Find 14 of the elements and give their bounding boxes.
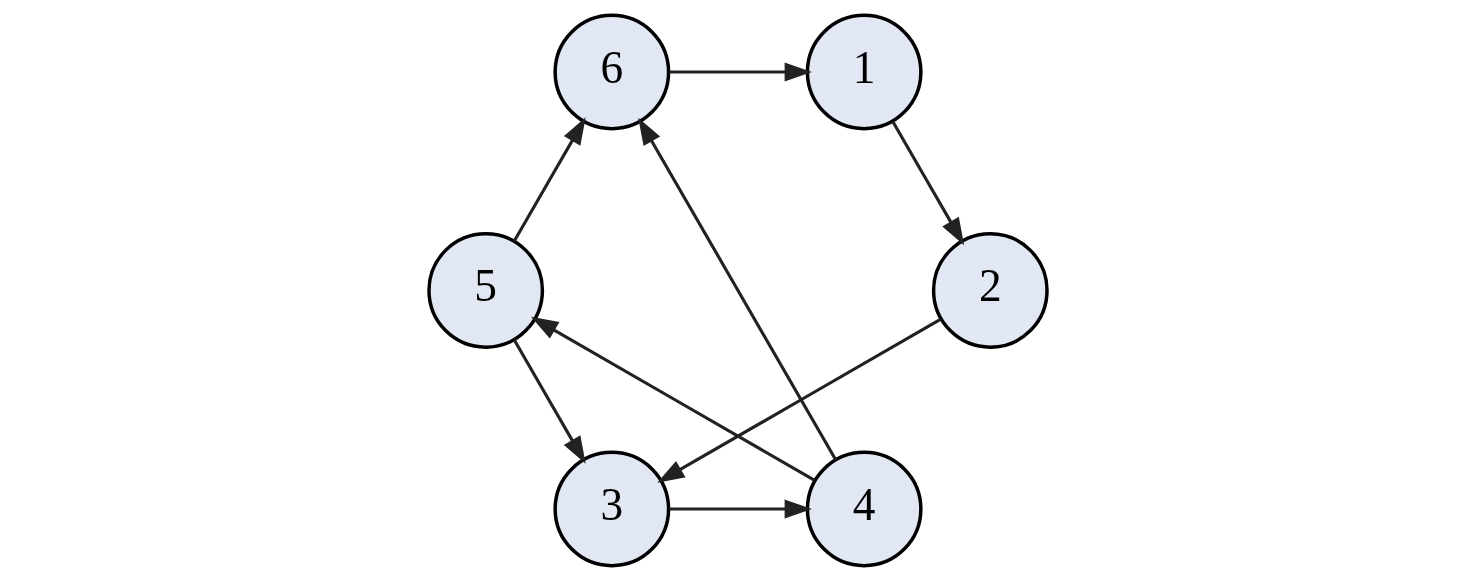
- node-circle: 3: [553, 450, 671, 568]
- node-circle: 6: [553, 13, 671, 131]
- node-circle: 1: [805, 13, 923, 131]
- arrow: [657, 317, 942, 483]
- arrow: [638, 117, 838, 461]
- node-circle: 2: [931, 232, 1049, 349]
- node-circle: 5: [427, 232, 545, 349]
- arrow: [891, 120, 965, 246]
- arrow: [669, 499, 812, 519]
- node-circle: 4: [805, 450, 923, 568]
- arrow: [531, 316, 816, 482]
- arrow: [669, 62, 812, 82]
- arrow: [512, 339, 586, 464]
- arrow: [512, 117, 586, 242]
